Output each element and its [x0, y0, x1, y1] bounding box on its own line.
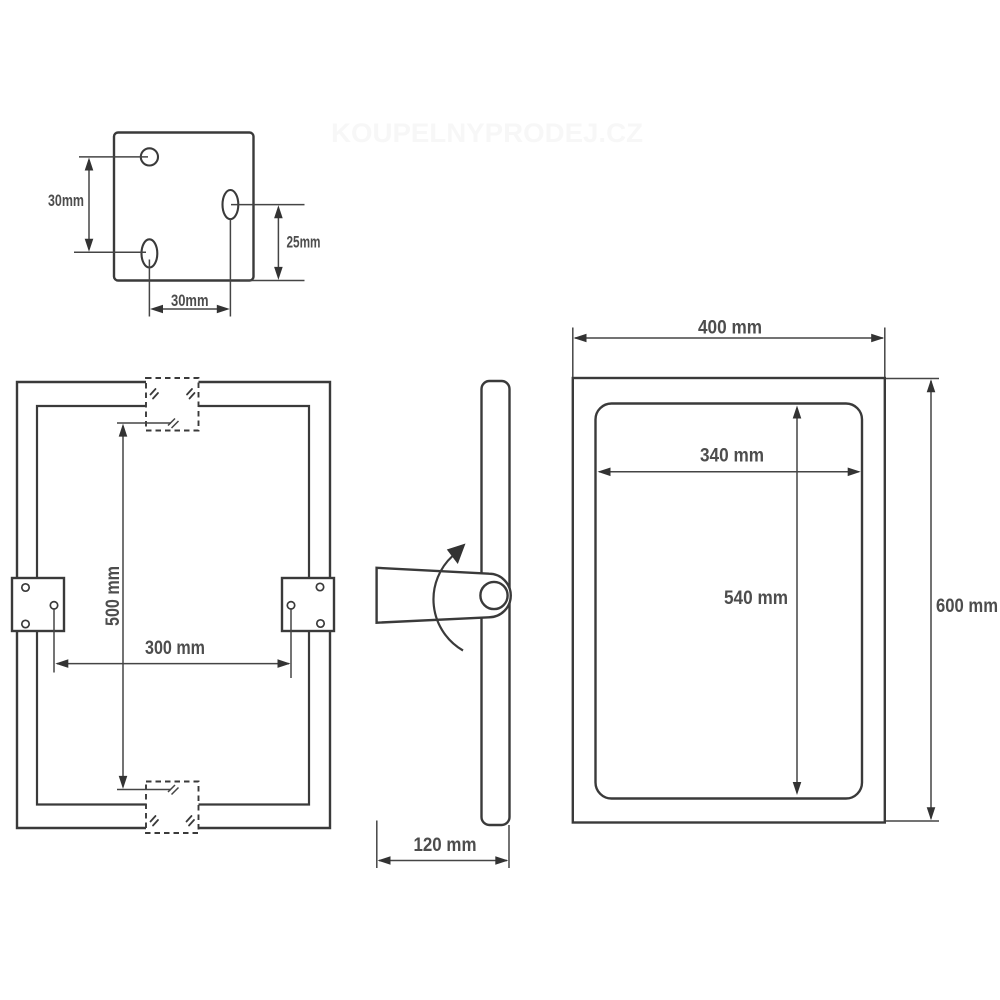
svg-text:340 mm: 340 mm	[700, 445, 764, 467]
svg-text:500 mm: 500 mm	[103, 566, 124, 626]
svg-text:400 mm: 400 mm	[698, 317, 762, 339]
svg-text:120 mm: 120 mm	[414, 835, 477, 856]
svg-text:30mm: 30mm	[171, 291, 209, 310]
svg-text:540 mm: 540 mm	[724, 587, 788, 609]
svg-text:30mm: 30mm	[48, 191, 84, 210]
svg-text:600 mm: 600 mm	[936, 595, 998, 617]
svg-text:25mm: 25mm	[287, 233, 321, 252]
svg-text:300 mm: 300 mm	[145, 638, 205, 659]
svg-text:KOUPELNYPRODEJ.CZ: KOUPELNYPRODEJ.CZ	[331, 118, 643, 148]
